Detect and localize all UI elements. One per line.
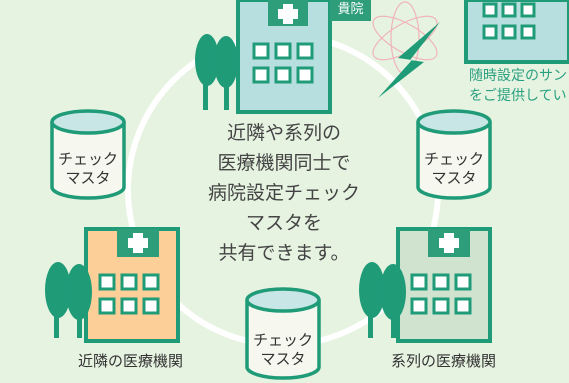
affiliated-hospital-caption: 系列の医療機関 <box>391 352 497 370</box>
sample-building-icon <box>464 0 569 64</box>
own-hospital-building-icon <box>236 0 332 114</box>
center-text-line-4: マスタを <box>245 212 322 234</box>
db-bottom-label: チェック マスタ <box>248 331 318 369</box>
db-left-icon <box>50 109 126 200</box>
db-right-label: チェック マスタ <box>419 150 489 188</box>
db-right-label-line-2: マスタ <box>431 169 477 187</box>
db-bottom-label-line-2: マスタ <box>260 350 306 368</box>
db-right-icon <box>416 109 492 200</box>
center-text-line-5: 共有できます。 <box>218 242 350 264</box>
center-text-line-1: 近隣や系列の <box>226 122 341 144</box>
db-right-label-line-1: チェック <box>423 150 484 168</box>
own-hospital-tag: 貴院 <box>330 0 371 21</box>
db-left-label: チェック マスタ <box>53 150 123 188</box>
affiliated-hospital-building-icon <box>396 227 492 343</box>
sample-caption-line-2: をご提供してい <box>469 88 567 104</box>
own-hospital-trees-icon <box>195 34 238 110</box>
db-left-label-line-1: チェック <box>57 150 118 168</box>
affiliated-hospital-trees-icon <box>359 262 406 338</box>
sample-caption: 随時設定のサン をご提供してい <box>469 66 567 106</box>
network-swirl-icon <box>372 1 438 75</box>
lightning-icon <box>378 22 440 98</box>
center-text-line-2: 医療機関同士で <box>217 152 351 174</box>
nearby-hospital-building-icon <box>84 227 180 343</box>
center-description: 近隣や系列の 医療機関同士で 病院設定チェック マスタを 共有できます。 <box>174 118 394 268</box>
sample-caption-line-1: 随時設定のサン <box>469 68 567 84</box>
db-bottom-label-line-1: チェック <box>252 331 313 349</box>
center-text-line-3: 病院設定チェック <box>207 182 360 204</box>
db-bottom-icon <box>245 287 321 380</box>
db-left-label-line-2: マスタ <box>65 169 111 187</box>
nearby-hospital-caption: 近隣の医療機関 <box>78 352 184 370</box>
nearby-hospital-trees-icon <box>45 262 92 338</box>
